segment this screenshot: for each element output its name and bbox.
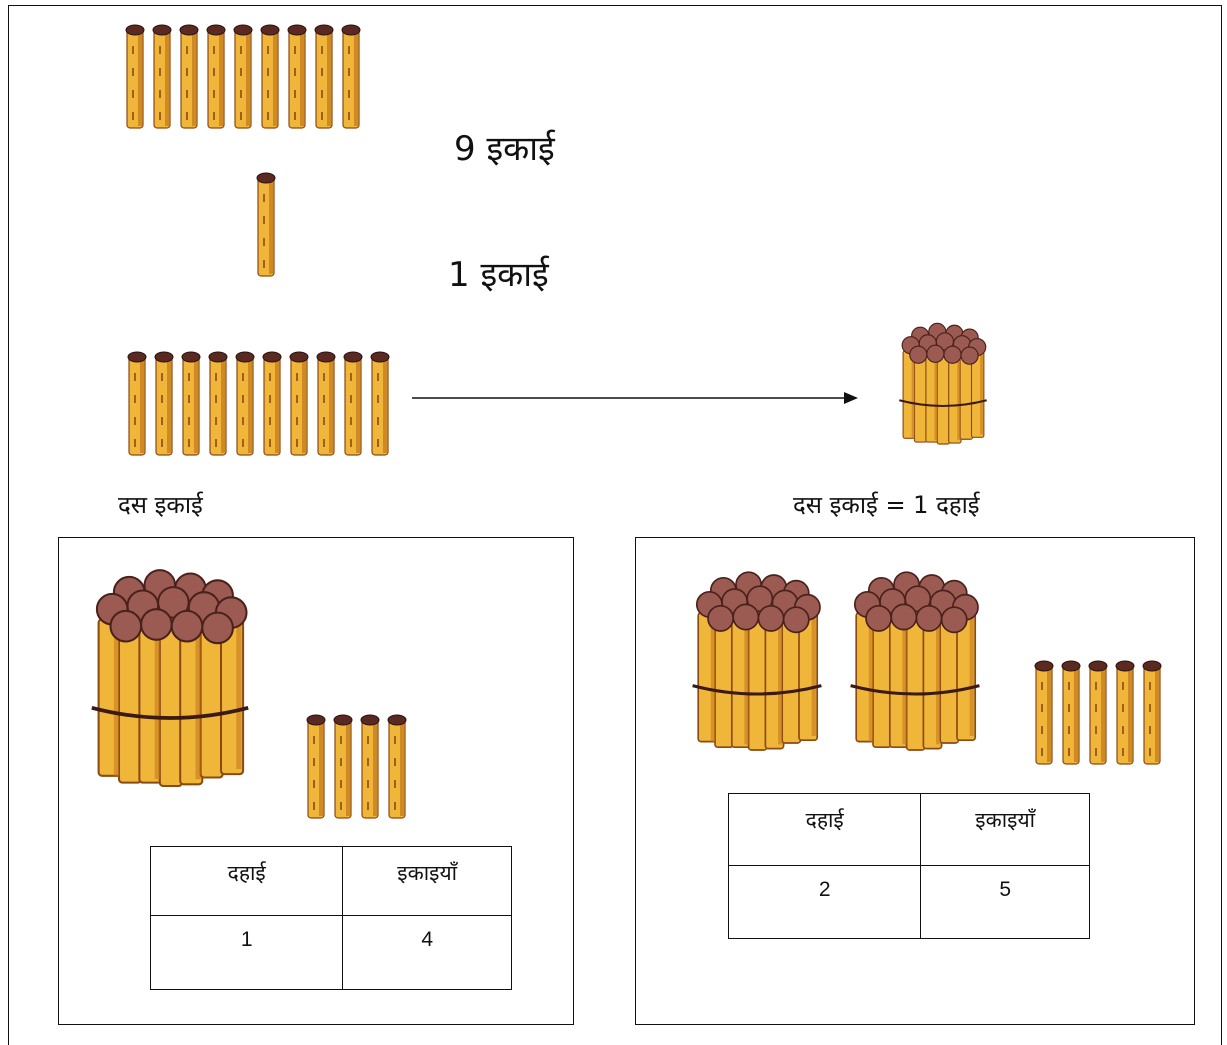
stick-icon [233,24,253,129]
stick-icon [341,24,361,129]
stick-icon [181,351,201,456]
ten-units-equals-one-ten-label: दस इकाई = 1 दहाई [793,491,980,519]
stick-icon [262,351,282,456]
stick-icon [287,24,307,129]
one-stick-group [256,172,276,277]
stick-icon [370,351,390,456]
stick-icon [235,351,255,456]
one-unit-label: 1 इकाई [448,255,549,295]
stick-icon [260,24,280,129]
stick-icon [208,351,228,456]
place-value-table-left: दहाई इकाइयाँ 1 4 [149,846,512,990]
ten-units-label: दस इकाई [118,491,203,519]
stick-icon [314,24,334,129]
tens-value: 1 [149,915,344,990]
stick-icon [289,351,309,456]
tens-value: 2 [727,865,922,939]
tens-header: दहाई [149,846,344,916]
stick-icon [343,351,363,456]
tens-header: दहाई [727,793,922,866]
stick-icon [127,351,147,456]
ten-sticks-group [127,351,390,456]
place-value-table-right: दहाई इकाइयाँ 2 5 [727,793,1090,939]
table-row: 1 4 [149,915,512,990]
table-row: 2 5 [727,865,1090,939]
stick-icon [316,351,336,456]
stick-icon [256,172,276,277]
stick-icon [206,24,226,129]
nine-units-label: 9 इकाई [454,129,555,169]
ones-value: 5 [920,865,1090,939]
outer-frame [8,5,1222,1045]
ones-value: 4 [342,915,512,990]
nine-sticks-group [125,24,361,129]
stick-icon [152,24,172,129]
ones-header: इकाइयाँ [920,793,1090,866]
table-header-row: दहाई इकाइयाँ [727,793,1090,866]
stick-icon [125,24,145,129]
stick-icon [179,24,199,129]
example-box-left [58,537,574,1025]
stick-bundle-icon [898,322,988,446]
stick-icon [154,351,174,456]
ones-header: इकाइयाँ [342,846,512,916]
example-box-right [635,537,1195,1025]
table-header-row: दहाई इकाइयाँ [149,846,512,916]
